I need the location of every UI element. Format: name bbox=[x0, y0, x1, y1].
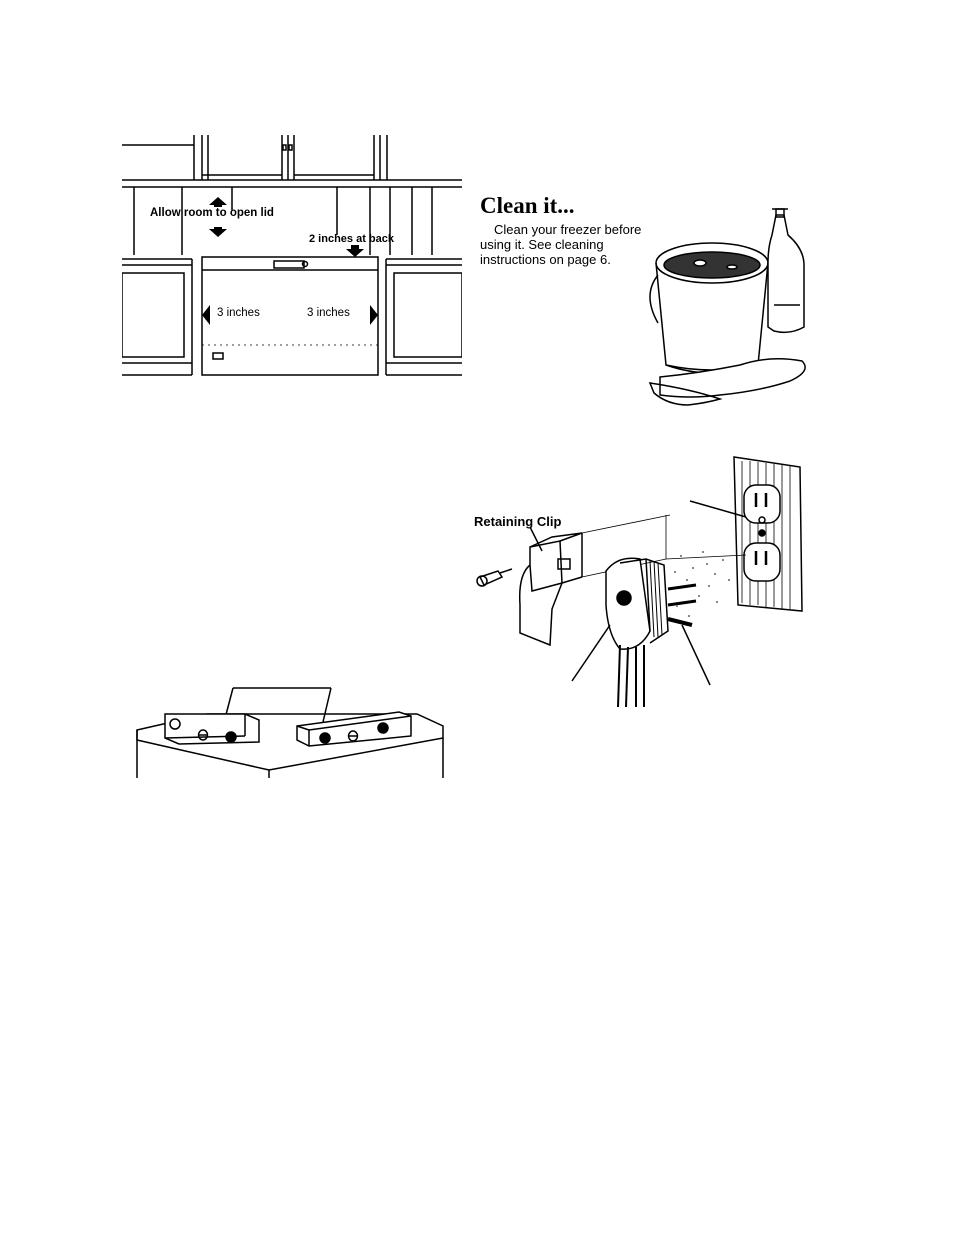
label-3-inches-right: 3 inches bbox=[307, 307, 350, 319]
label-allow-room-lid: Allow room to open lid bbox=[150, 207, 274, 219]
freezer-top-levels-drawing bbox=[135, 680, 445, 780]
clean-heading: Clean it... bbox=[480, 193, 575, 219]
clearance-illustration: Allow room to open lid 2 inches at back … bbox=[122, 135, 462, 377]
grounded-outlet-drawing bbox=[470, 455, 810, 710]
cleaning-supplies-illustration bbox=[640, 205, 810, 410]
clean-body-line-1: Clean your freezer before bbox=[494, 222, 641, 237]
label-2-inches-back: 2 inches at back bbox=[309, 233, 394, 245]
outlet-plug-illustration: Retaining Clip bbox=[470, 455, 810, 710]
clearance-drawing bbox=[122, 135, 462, 377]
bucket-bottle-cloth-drawing bbox=[640, 205, 810, 410]
label-3-inches-left: 3 inches bbox=[217, 307, 260, 319]
leveling-illustration bbox=[135, 680, 445, 780]
label-retaining-clip: Retaining Clip bbox=[474, 514, 561, 529]
